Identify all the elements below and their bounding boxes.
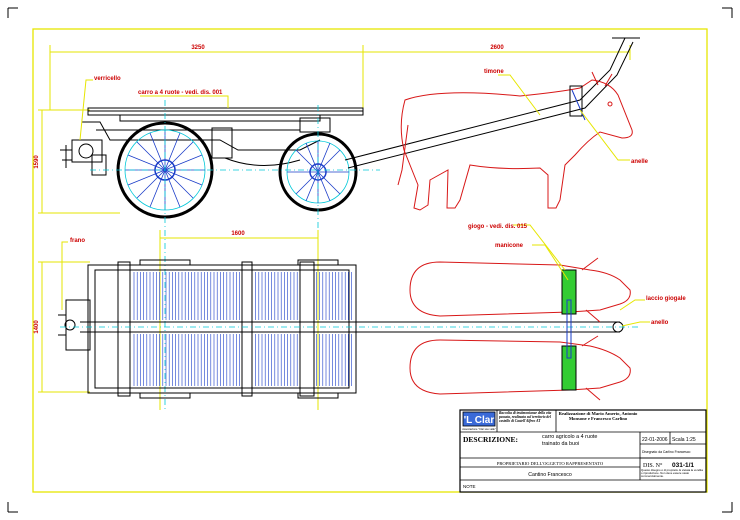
- label-frano: frano: [70, 238, 85, 244]
- project-note: Raccolta di testimonianze della vita pas…: [499, 411, 552, 423]
- logo: [462, 411, 496, 427]
- logo-text: 'L Clar: [464, 415, 495, 426]
- dim-cart-length: 3250: [191, 45, 205, 51]
- description-label: DESCRIZIONE:: [463, 435, 518, 444]
- label-manicone: manicone: [495, 243, 524, 249]
- label-timone: timone: [484, 69, 504, 75]
- dim-tongue-length: 2600: [490, 45, 504, 51]
- label-laccio-giogale: laccio giogale: [646, 296, 686, 302]
- tongue-side: [344, 37, 640, 169]
- drawing-scale: Scala 1:25: [672, 437, 696, 443]
- notes-label: NOTE: [463, 484, 476, 489]
- drawing-date: 22-01-2006: [642, 437, 668, 443]
- corner-marks: [7, 7, 733, 513]
- label-verricello: verricello: [94, 76, 121, 82]
- drawn-by: Disegnato da Carlino Francesco: [642, 450, 691, 454]
- oxen-plan: [409, 257, 631, 401]
- title-block: 'L Clar Associazione "Clar sou valle" Ra…: [459, 409, 707, 493]
- label-carro: carro a 4 ruote - vedi. dis. 001: [138, 90, 223, 96]
- ox-side: [397, 71, 633, 211]
- copyright-note: Questo disegno è di proprietà. E vietata…: [641, 469, 703, 479]
- dim-height: 1590: [34, 155, 40, 169]
- label-giogo: giogo - vedi. dis. 015: [468, 224, 528, 230]
- label-anelle: anelle: [631, 159, 649, 165]
- drawing-frame: [32, 28, 708, 493]
- winch-plan: [58, 299, 91, 351]
- yokes-plan: [561, 269, 577, 391]
- side-view: 3250 2600 1590: [34, 37, 649, 410]
- owner-value: Cantino Francesco: [528, 472, 572, 478]
- label-anello: anello: [651, 320, 669, 326]
- bed-slats-top: [133, 272, 352, 320]
- owner-label: PROPRIETARIO DELL'OGGETTO RAPPRESENTATO: [497, 461, 604, 466]
- dim-width: 1400: [34, 320, 40, 334]
- dim-wheelbase: 1600: [231, 231, 245, 237]
- plan-view: 1600 1400: [34, 224, 686, 410]
- authors-note: Realizzazione di Mario Amerio, Antonio M…: [558, 411, 638, 421]
- winch-side: [60, 139, 107, 176]
- logo-subtitle: Associazione "Clar sou valle": [462, 427, 496, 431]
- bed-slats-bottom: [133, 334, 352, 386]
- yoke-side: [569, 85, 586, 121]
- drawing-number-value: 031-1/1: [672, 462, 694, 469]
- drawing-number-label: DIS. N°: [643, 462, 663, 469]
- description-value: carro agricolo a 4 ruote trainato da buo…: [542, 434, 598, 447]
